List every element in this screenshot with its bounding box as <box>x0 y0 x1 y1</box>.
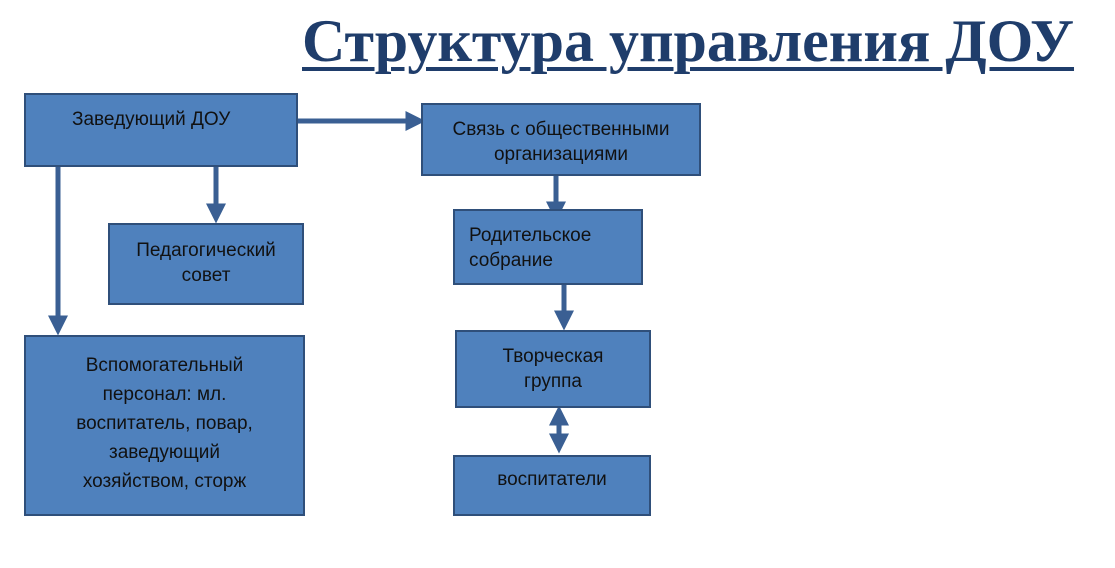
auxiliary-staff-box: Вспомогательный персонал: мл. воспитател… <box>24 335 305 516</box>
public-relations-box: Связь с общественными организациями <box>421 103 701 176</box>
pedagogical-council-box: Педагогический совет <box>108 223 304 305</box>
head-of-dou-box: Заведующий ДОУ <box>24 93 298 167</box>
parent-meeting-box: Родительское собрание <box>453 209 643 285</box>
teachers-box: воспитатели <box>453 455 651 516</box>
page-title: Структура управления ДОУ <box>302 8 1075 74</box>
creative-group-box: Творческая группа <box>455 330 651 408</box>
